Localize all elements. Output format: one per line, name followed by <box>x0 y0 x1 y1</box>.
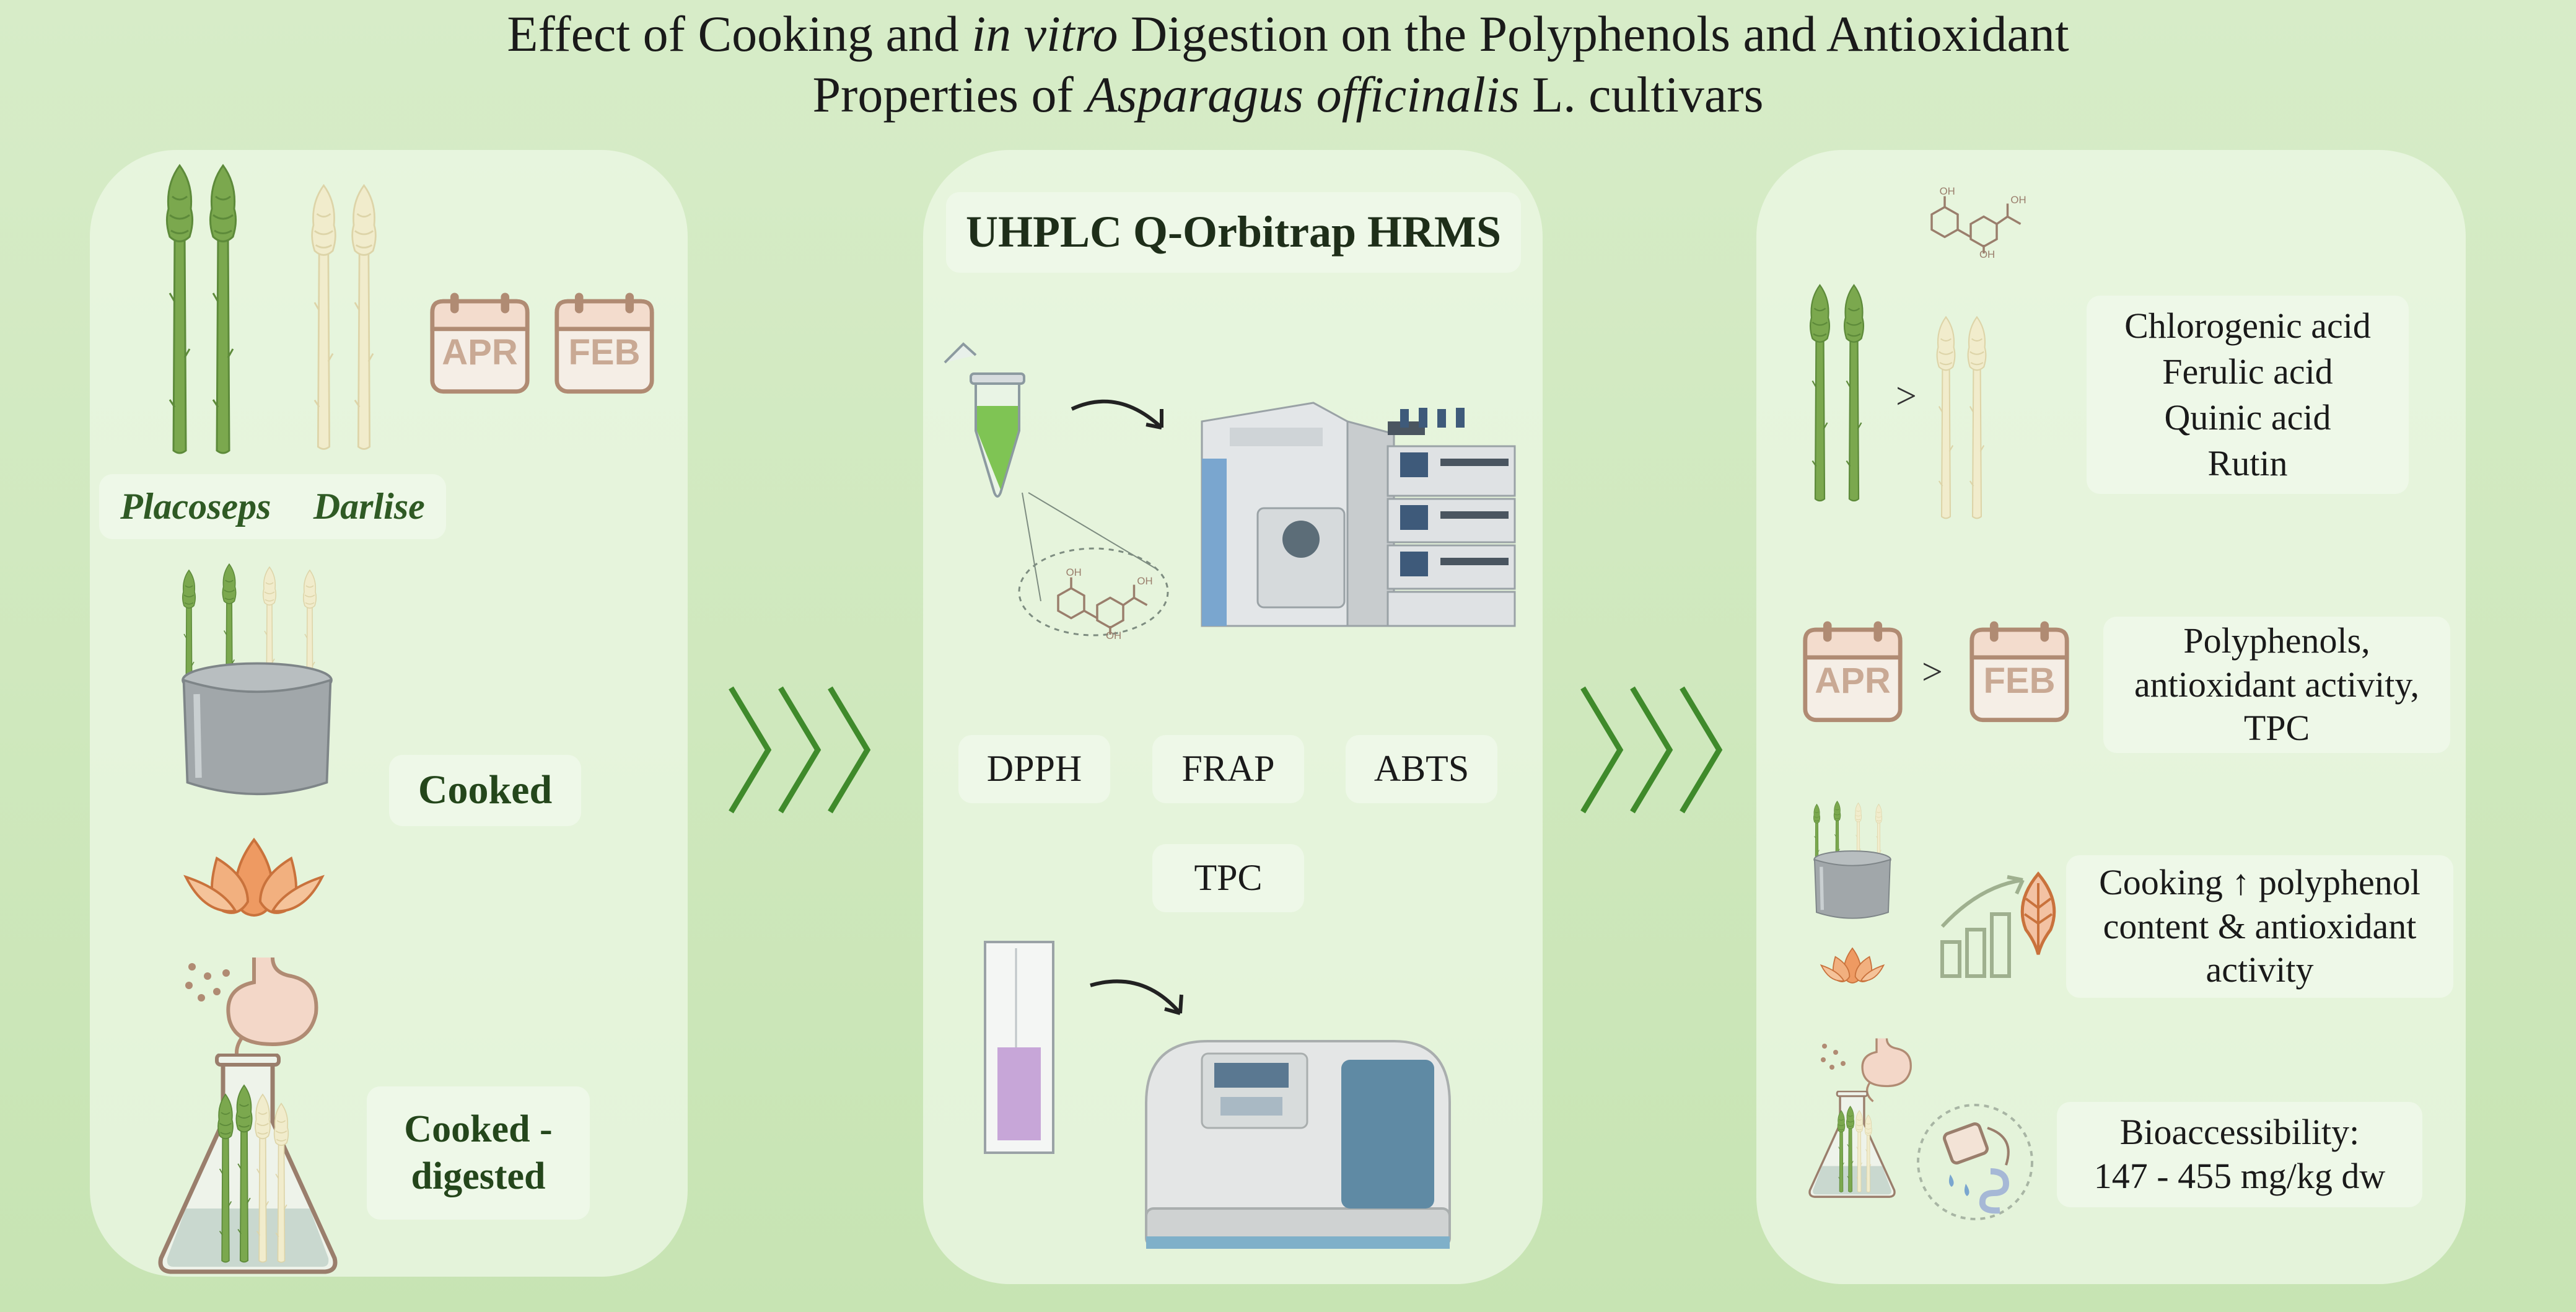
page-title-line-2: Properties of Asparagus officinalis L. c… <box>0 69 2576 120</box>
season-result-line-1: Polyphenols, <box>2183 620 2370 661</box>
title-text-2b: L. cultivars <box>1519 66 1764 123</box>
cultivar-placoseps-label: Placoseps <box>120 485 271 527</box>
cooking-pot-icon <box>155 563 359 846</box>
cooking-result-line-3: activity <box>2206 949 2314 990</box>
bioaccessibility-box: Bioaccessibility: 147 - 455 mg/kg dw <box>2057 1102 2422 1207</box>
curved-arrow-icon-1 <box>1071 399 1163 429</box>
bioaccessibility-value: 147 - 455 mg/kg dw <box>2093 1156 2386 1196</box>
flask-icon <box>155 1054 341 1277</box>
cultivar-darlise-label: Darlise <box>313 485 425 527</box>
cooked-label-box: Cooked <box>389 755 581 826</box>
season-result-box: Polyphenols, antioxidant activity, TPC <box>2103 617 2450 753</box>
title-text-1a: Effect of Cooking and <box>507 6 972 62</box>
assay-abts-box: ABTS <box>1346 735 1497 803</box>
flame-icon-right <box>1820 948 1885 984</box>
mass-spectrometer-icon <box>1201 402 1516 627</box>
cooking-result-box: Cooking ↑ polyphenol content & antioxida… <box>2066 855 2453 998</box>
green-asparagus-icon-right <box>1809 284 1865 502</box>
greater-than-symbol-2: > <box>1922 651 1943 692</box>
assay-tpc-box: TPC <box>1152 844 1304 912</box>
cooking-pot-icon-right <box>1800 800 1905 942</box>
compound-quinic-acid: Quinic acid <box>2164 397 2331 438</box>
calendar-apr-label: APR <box>442 332 518 372</box>
digested-label: Cooked - digested <box>404 1107 553 1197</box>
molecule-icon-right <box>1914 183 2044 263</box>
leaf-icon <box>2020 871 2056 955</box>
season-result-line-3: TPC <box>2243 708 2310 749</box>
chevron-arrow-icon-1 <box>725 682 886 818</box>
assay-frap-label: FRAP <box>1181 748 1275 790</box>
assay-tpc-label: TPC <box>1194 857 1263 899</box>
molecule-icon-middle <box>1041 564 1171 645</box>
white-asparagus-icon-right <box>1936 316 1987 519</box>
spectrophotometer-icon <box>1145 1040 1451 1249</box>
page-title-line-1: Effect of Cooking and in vitro Digestion… <box>0 9 2576 59</box>
title-text-2-italic: Asparagus officinalis <box>1086 66 1520 123</box>
bioaccessibility-title: Bioaccessibility: <box>2119 1112 2360 1153</box>
flame-icon <box>185 839 323 917</box>
chevron-arrow-icon-2 <box>1577 682 1738 818</box>
title-text-1-italic: in vitro <box>971 6 1118 62</box>
cooking-result-line-1: Cooking ↑ polyphenol <box>2099 861 2420 902</box>
white-asparagus-icon <box>311 184 377 450</box>
assay-dpph-box: DPPH <box>958 735 1110 803</box>
particles-icon-right <box>1821 1044 1846 1070</box>
greater-than-symbol-1: > <box>1896 376 1917 416</box>
green-asparagus-icon <box>165 164 237 454</box>
compounds-box: Chlorogenic acid Ferulic acid Quinic aci… <box>2087 296 2409 494</box>
compound-rutin: Rutin <box>2207 443 2288 484</box>
cultivar-label-box: Placoseps Darlise <box>99 474 446 539</box>
sample-tube-icon <box>944 342 1025 498</box>
tube-zoom-lines <box>1018 492 1169 636</box>
digested-label-box: Cooked - digested <box>367 1086 590 1220</box>
calendar-feb-right-label: FEB <box>1983 661 2056 701</box>
flask-icon-right <box>1808 1091 1896 1198</box>
absorption-icon <box>1917 1104 2033 1220</box>
calendar-apr-right-label: APR <box>1815 661 1891 701</box>
cooking-result-line-2: content & antioxidant <box>2103 905 2417 946</box>
cuvette-icon <box>984 941 1054 1154</box>
assay-dpph-label: DPPH <box>986 748 1082 790</box>
instrument-label-box: UHPLC Q-Orbitrap HRMS <box>946 192 1521 273</box>
compound-chlorogenic-acid: Chlorogenic acid <box>2124 305 2371 346</box>
title-text-2a: Properties of <box>812 66 1087 123</box>
growth-chart-icon <box>1940 875 2025 978</box>
season-result-line-2: antioxidant activity, <box>2134 664 2420 705</box>
calendar-feb-label: FEB <box>568 332 641 372</box>
particles-icon <box>185 963 230 1002</box>
instrument-label: UHPLC Q-Orbitrap HRMS <box>966 207 1501 257</box>
assay-abts-label: ABTS <box>1373 748 1470 790</box>
title-text-1b: Digestion on the Polyphenols and Antioxi… <box>1118 6 2069 62</box>
curved-arrow-icon-2 <box>1090 979 1183 1015</box>
cooked-label: Cooked <box>418 767 553 813</box>
assay-frap-box: FRAP <box>1152 735 1304 803</box>
compound-ferulic-acid: Ferulic acid <box>2162 351 2333 392</box>
